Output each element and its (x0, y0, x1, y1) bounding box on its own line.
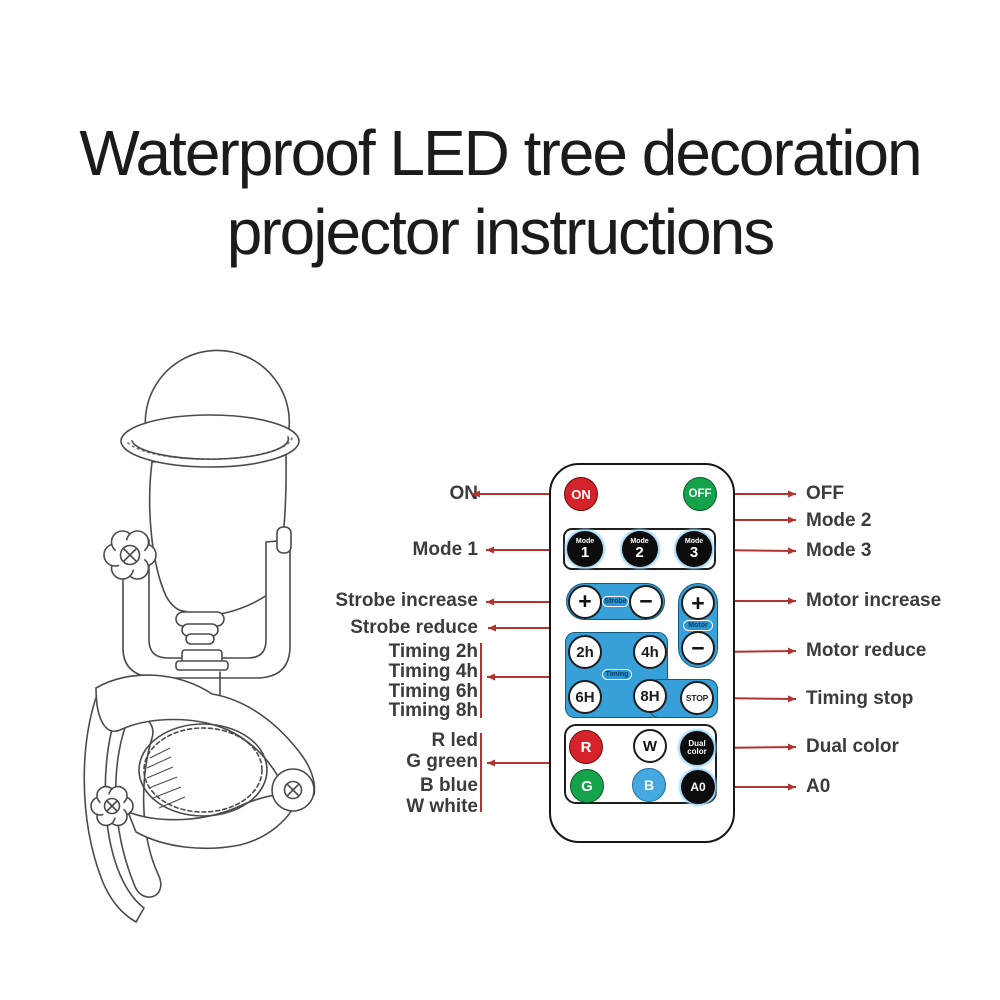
timing-4h-button[interactable]: 4h (633, 635, 667, 669)
off-button[interactable]: OFF (683, 477, 717, 511)
motor-panel: + Motor − (678, 583, 718, 668)
dual-color-button[interactable]: Dual color (680, 731, 714, 765)
red-key-button[interactable]: R (569, 730, 603, 764)
projector-collar (120, 414, 300, 468)
label-on: ON (449, 483, 479, 504)
label-timing-8h: Timing 8h (388, 700, 478, 721)
bracket-bottom-tab-base (175, 660, 229, 671)
strobe-reduce-button[interactable]: − (629, 584, 663, 619)
timing-2h-button[interactable]: 2h (568, 635, 602, 669)
label-dual-color: Dual color (806, 736, 899, 757)
page-title: Waterproof LED tree decoration projector… (0, 114, 1000, 272)
clamp-handle-outer (83, 690, 146, 924)
tilt-knob-screw (119, 544, 141, 566)
clamp-knob-screw (103, 797, 121, 815)
label-w-white: W white (406, 796, 478, 817)
clamp-hinge-screw (283, 780, 303, 800)
label-off: OFF (806, 483, 844, 504)
clamp-opening (138, 723, 268, 817)
projector-illustration (103, 349, 300, 679)
on-button[interactable]: ON (564, 477, 598, 511)
nozzle-step-3 (185, 633, 215, 645)
clamp-teeth-hatching (146, 747, 186, 809)
green-key-button[interactable]: G (570, 769, 604, 803)
bracket-side-tab (276, 526, 292, 554)
motor-reduce-button[interactable]: − (681, 631, 715, 665)
label-timing-2h: Timing 2h (388, 641, 478, 662)
mode-3-button[interactable]: Mode 3 (676, 531, 712, 567)
mode-1-button[interactable]: Mode 1 (567, 531, 603, 567)
motor-tag: Motor (683, 620, 713, 631)
label-timing-4h: Timing 4h (388, 661, 478, 682)
clamp-lower-jaw (126, 793, 302, 850)
strobe-tag: Strobe (602, 596, 629, 607)
label-timing-6h: Timing 6h (388, 681, 478, 702)
label-timing-stop: Timing stop (806, 688, 914, 709)
timing-stop-button[interactable]: STOP (680, 681, 714, 715)
motor-increase-button[interactable]: + (681, 586, 715, 620)
remote-control: ON OFF Mode 1 Mode 2 Mode 3 + Strobe − +… (549, 463, 735, 843)
strobe-increase-button[interactable]: + (568, 584, 602, 619)
clamp-illustration (83, 671, 316, 924)
label-mode-1: Mode 1 (412, 539, 478, 560)
clamp-knob (90, 785, 134, 827)
timing-6h-button[interactable]: 6H (568, 680, 602, 714)
timing-tag: Timing (602, 669, 632, 680)
color-button-group (564, 724, 717, 804)
label-strobe-increase: Strobe increase (335, 590, 478, 611)
clamp-opening-serration (143, 727, 263, 813)
label-strobe-reduce: Strobe reduce (350, 617, 478, 638)
label-r-led: R led (431, 730, 478, 751)
strobe-panel: + Strobe − (566, 583, 665, 620)
title-line-1: Waterproof LED tree decoration (79, 117, 922, 189)
label-b-blue: B blue (419, 775, 478, 796)
mode-button-group: Mode 1 Mode 2 Mode 3 (563, 528, 716, 570)
title-line-2: projector instructions (226, 196, 775, 268)
label-motor-reduce: Motor reduce (806, 640, 927, 661)
mode-2-button[interactable]: Mode 2 (621, 531, 658, 567)
label-a0: A0 (806, 776, 831, 797)
label-mode-2: Mode 2 (806, 510, 872, 531)
tilt-knob (103, 530, 157, 580)
timing-8h-button[interactable]: 8H (633, 679, 667, 713)
a0-button[interactable]: A0 (681, 770, 715, 804)
white-key-button[interactable]: W (633, 729, 667, 763)
label-mode-3: Mode 3 (806, 540, 872, 561)
label-motor-increase: Motor increase (806, 590, 942, 611)
blue-key-button[interactable]: B (632, 768, 666, 802)
collar-hatching (127, 437, 293, 461)
label-g-green: G green (406, 751, 478, 772)
